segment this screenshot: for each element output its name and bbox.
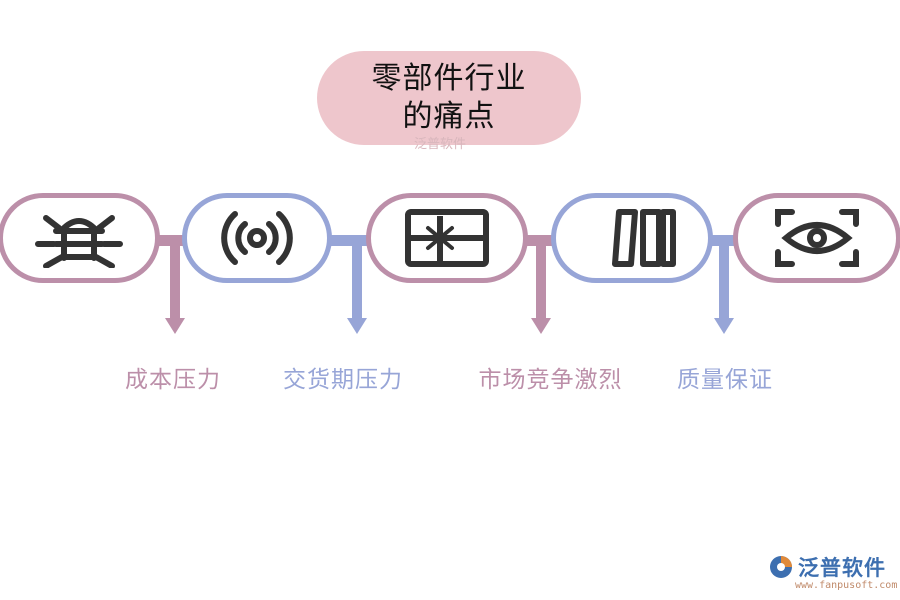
node-broadcast [182, 193, 332, 283]
connector-1 [140, 235, 200, 246]
label-cost-pressure: 成本压力 [125, 367, 221, 393]
title-watermark: 泛普软件 [414, 137, 467, 152]
logo-name: 泛普软件 [798, 556, 886, 580]
down-arrow-2 [347, 246, 367, 334]
title-line-1: 零部件行业 [371, 61, 527, 96]
title-line-2: 的痛点 [402, 99, 496, 134]
logo-mark-icon [770, 556, 792, 578]
node-eye-scan [733, 193, 900, 283]
down-arrow-1 [165, 246, 185, 334]
label-market-competition: 市场竞争激烈 [478, 367, 623, 393]
title-pill: 零部件行业 的痛点 泛普软件 [317, 51, 581, 152]
node-gift-box [366, 193, 528, 283]
label-delivery-pressure: 交货期压力 [283, 367, 403, 393]
panels-icon [612, 209, 676, 267]
down-arrow-3 [531, 246, 551, 334]
bug-icon [35, 215, 123, 268]
brand-logo: 泛普软件 [768, 552, 886, 582]
down-arrow-4 [714, 246, 734, 334]
broadcast-icon [221, 211, 293, 265]
eye-scan-icon [775, 209, 859, 267]
gift-box-icon [405, 209, 489, 267]
connector-2 [318, 235, 388, 246]
node-panels [551, 193, 713, 283]
node-bug [0, 193, 160, 283]
connector-3 [505, 235, 575, 246]
logo-url: www.fanpusoft.com [795, 580, 898, 591]
label-quality-assurance: 质量保证 [677, 367, 773, 393]
connector-4 [690, 235, 755, 246]
